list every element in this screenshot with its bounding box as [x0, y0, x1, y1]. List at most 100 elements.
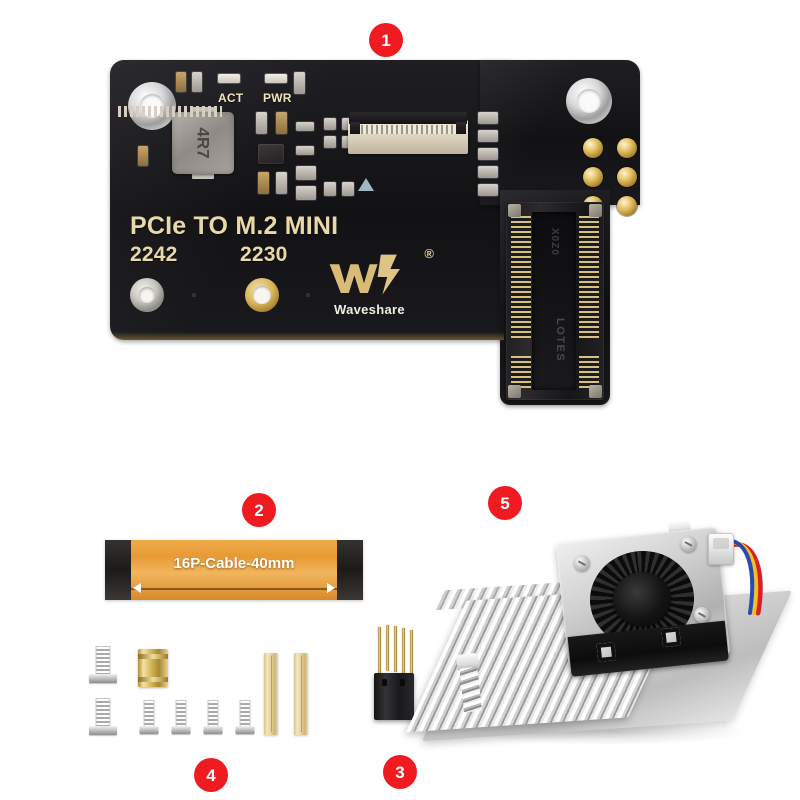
screw-shaft [96, 647, 110, 675]
badge-1: 1 [369, 23, 403, 57]
regulator-ic [258, 144, 284, 164]
screw-head [139, 726, 159, 734]
smd-component [478, 184, 498, 196]
fan-jst-connector[interactable] [708, 533, 734, 565]
header-notch [382, 679, 387, 686]
m2-contact-pins [511, 356, 531, 388]
board-title-silkscreen: PCIe TO M.2 MINI [130, 212, 339, 240]
smd-component [296, 166, 316, 180]
via-dot [192, 293, 196, 297]
screw-shaft [96, 699, 110, 727]
gold-pad [617, 196, 637, 216]
smd-component [176, 72, 186, 92]
ffc-ribbon-cable: 16P-Cable-40mm [105, 540, 363, 600]
m2-contact-pins [579, 356, 599, 388]
waveshare-logo-block: ® Waveshare [328, 246, 438, 328]
smd-component [258, 172, 269, 194]
brass-spacer-bar [294, 653, 308, 735]
header-pin [402, 628, 405, 674]
smd-component [296, 146, 314, 155]
smd-component [294, 72, 305, 94]
m2-socket-tab [589, 385, 602, 398]
smd-component [478, 166, 498, 178]
smd-component [342, 182, 354, 196]
size-label-2230: 2230 [240, 243, 288, 266]
cable-end-stiffener-right [337, 540, 363, 600]
standoff-2242 [130, 278, 164, 312]
act-led [218, 74, 240, 83]
pwr-label: PWR [263, 91, 292, 105]
heatsink-fan-assembly [405, 505, 793, 770]
header-pin [386, 625, 389, 671]
fan-vent-square [661, 627, 682, 648]
self-tapping-screw [234, 701, 256, 735]
smd-component [296, 186, 316, 200]
smd-component [478, 130, 498, 142]
cable-length-arrow-right [327, 583, 335, 593]
gold-pad [617, 138, 637, 158]
inductor-label: 4R7 [194, 127, 213, 159]
m2-socket-tab [508, 385, 521, 398]
smd-component [296, 122, 314, 131]
pcb-right-wing [480, 60, 640, 205]
brass-knurled-nut [138, 649, 168, 687]
header-pin [394, 626, 397, 672]
screw-head [203, 726, 223, 734]
act-label: ACT [218, 91, 244, 105]
badge-4: 4 [194, 758, 228, 792]
smd-component [276, 112, 287, 134]
pin1-triangle-marker [358, 178, 374, 191]
screw-shaft [240, 701, 250, 727]
screw-head [235, 726, 255, 734]
screw-shaft [176, 701, 186, 727]
registered-trademark-symbol: ® [424, 246, 434, 261]
badge-5: 5 [488, 486, 522, 520]
smd-component [192, 72, 202, 92]
fpc-connector-contacts [356, 125, 460, 134]
smd-component [256, 112, 267, 134]
cable-length-arrow-left [133, 583, 141, 593]
m2-contact-pins [511, 216, 531, 338]
self-tapping-screw [202, 701, 224, 735]
smd-component [324, 182, 336, 196]
badge-3: 3 [383, 755, 417, 789]
machine-screw-large [88, 699, 118, 735]
m2-key-m-socket[interactable]: LOTES X0Z0 [506, 202, 604, 400]
pcb-gold-edge [112, 332, 504, 340]
gold-pad [583, 138, 603, 158]
m2-connector-part-number: X0Z0 [549, 228, 560, 256]
fan-wires-svg [714, 538, 763, 616]
cable-flex-body [105, 540, 363, 600]
fpc-connector-latch[interactable] [349, 112, 467, 124]
smd-component [138, 146, 148, 166]
header-notch [400, 679, 405, 686]
fan-wire-harness [694, 505, 782, 625]
screw-head [89, 674, 117, 683]
fpc-connector-ear [350, 122, 360, 134]
screw-head [89, 726, 117, 735]
waveshare-logo-icon [329, 254, 400, 295]
screw-shaft [208, 701, 218, 727]
m2-socket-slot [532, 212, 576, 390]
fpc-connector-16p[interactable] [348, 112, 468, 162]
m2-connector-brand: LOTES [554, 318, 566, 363]
gold-pad [617, 167, 637, 187]
standoff-2230 [245, 278, 279, 312]
m2-contact-pins [579, 216, 599, 338]
power-inductor: 4R7 [172, 112, 234, 174]
header-pin [410, 630, 413, 676]
smd-component [324, 136, 336, 148]
screw-head [171, 726, 191, 734]
smd-component [478, 148, 498, 160]
smd-component [276, 172, 287, 194]
via-dot [306, 293, 310, 297]
cable-end-stiffener-left [105, 540, 131, 600]
fpc-connector-ear [456, 122, 466, 134]
m2-socket-tab [508, 204, 521, 217]
m2-socket-tab [589, 204, 602, 217]
header-pin [378, 627, 381, 673]
waveshare-brand-text: Waveshare [334, 302, 405, 317]
machine-screw-large [88, 647, 118, 683]
pin-header-connector [368, 625, 420, 720]
smd-component [324, 118, 336, 130]
